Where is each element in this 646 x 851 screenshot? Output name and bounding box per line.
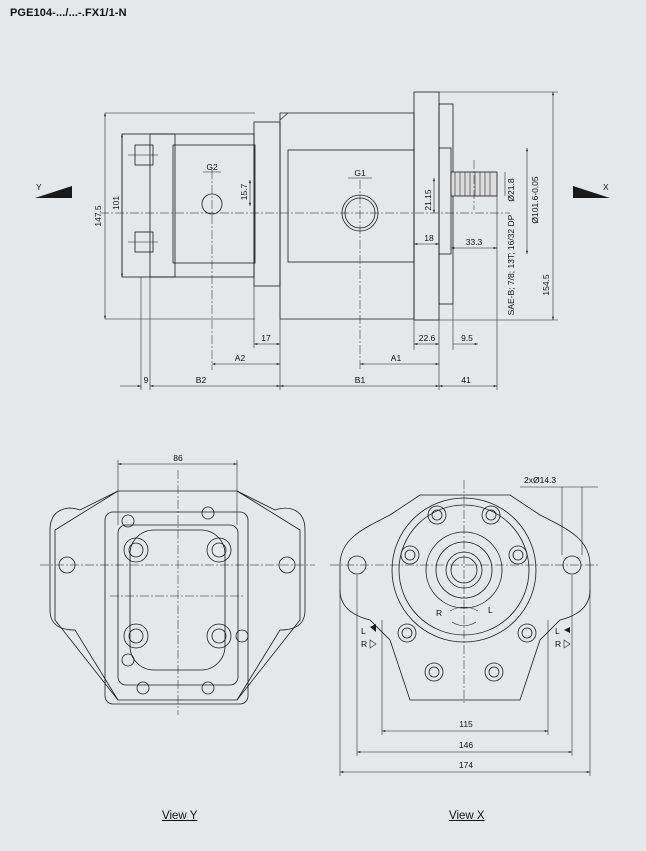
dim-b1: B1 <box>355 375 366 385</box>
spline-spec: SAE-B; 7/8; 13T; 16/32 DP <box>506 214 516 315</box>
drawing-title: PGE104-.../...-.FX1/1-N <box>10 7 127 19</box>
dim-9-5: 9.5 <box>461 333 473 343</box>
label-g2: G2 <box>206 162 218 172</box>
dim-22-6: 22.6 <box>419 333 436 343</box>
port-right-r: R <box>555 639 561 649</box>
port-right-l: L <box>555 626 560 636</box>
dim-101: 101 <box>111 196 121 210</box>
caption-view-y: View Y <box>162 810 198 822</box>
dim-17: 17 <box>261 333 271 343</box>
caption-view-x: View X <box>449 810 485 822</box>
dim-dia-21-8: Ø21.8 <box>506 178 516 201</box>
view-x-drawing: R L L R L R 2xØ14.3 115 146 174 <box>330 475 600 776</box>
dim-154-5: 154.5 <box>541 274 551 296</box>
dim-21-15: 21.15 <box>423 189 433 211</box>
side-view: 147.5 101 15.7 G2 G1 21.15 18 33.3 Ø21.8… <box>35 91 610 390</box>
dim-146: 146 <box>459 740 473 750</box>
dim-115: 115 <box>459 719 473 729</box>
view-y-drawing: 86 <box>40 453 315 715</box>
dim-41: 41 <box>461 375 471 385</box>
dim-18: 18 <box>424 233 434 243</box>
dim-dia-101-6: Ø101.6-0.05 <box>530 176 540 224</box>
rotation-l: L <box>488 605 493 615</box>
dim-147-5: 147.5 <box>93 205 103 227</box>
dim-holes: 2xØ14.3 <box>524 475 556 485</box>
label-g1: G1 <box>354 168 366 178</box>
dim-15-7: 15.7 <box>239 183 249 200</box>
dim-a1: A1 <box>391 353 402 363</box>
port-left-r: R <box>361 639 367 649</box>
view-y-arrow: Y <box>35 182 72 198</box>
dim-86: 86 <box>173 453 183 463</box>
dim-9: 9 <box>144 375 149 385</box>
dim-b2: B2 <box>196 375 207 385</box>
svg-text:X: X <box>603 182 609 192</box>
svg-text:Y: Y <box>36 182 42 192</box>
view-x-arrow: X <box>573 182 610 198</box>
port-left-l: L <box>361 626 366 636</box>
dim-a2: A2 <box>235 353 246 363</box>
dim-33-3: 33.3 <box>466 237 483 247</box>
rotation-r: R <box>436 608 442 618</box>
dim-174: 174 <box>459 760 473 770</box>
